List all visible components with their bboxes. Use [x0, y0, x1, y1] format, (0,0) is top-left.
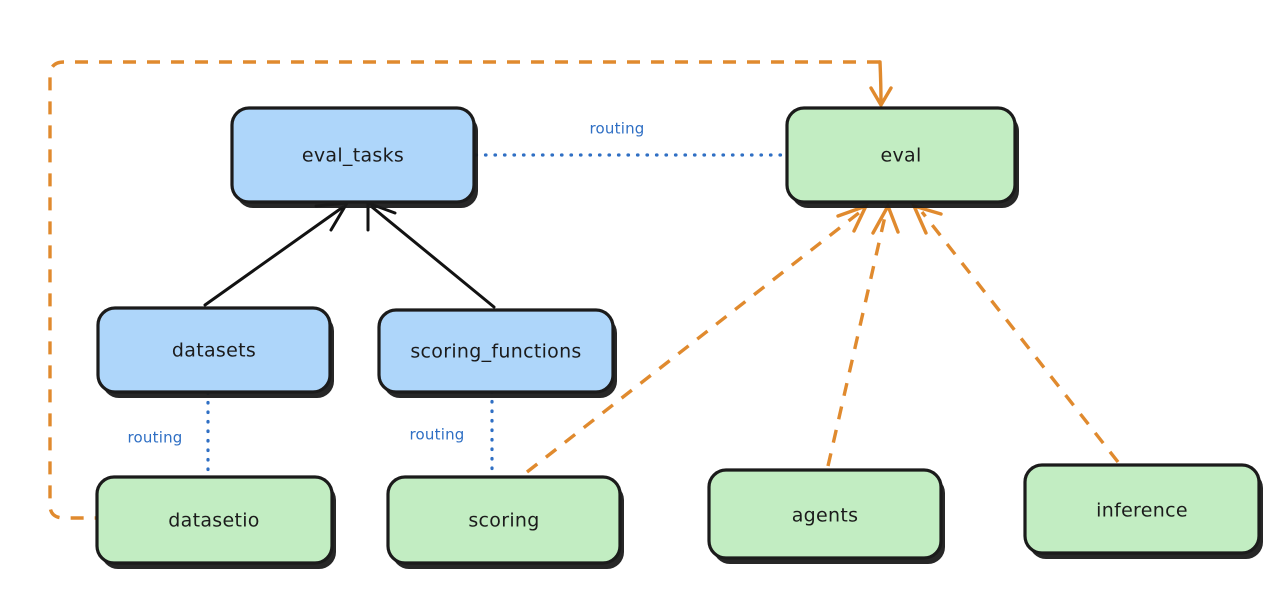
node-scoring[interactable]: scoring: [386, 475, 624, 569]
node-inference-label: inference: [1096, 500, 1188, 522]
edge-agents-to-eval-line: [826, 211, 888, 467]
edge-datasets-to-eval-tasks-line: [203, 205, 345, 307]
node-eval-tasks-box[interactable]: [230, 106, 476, 204]
node-agents-label: agents: [792, 505, 859, 527]
edge-inference-to-eval: [910, 203, 1120, 464]
edge-scoring-functions-to-eval-tasks-line: [370, 205, 496, 309]
edge-inference-to-eval-line: [920, 210, 1120, 464]
edge-eval-to-datasetio-arrowhead: [869, 60, 893, 109]
edge-label-routing-datasetio: routing: [128, 429, 183, 447]
edge-eval-to-datasetio-line: [48, 60, 880, 520]
edge-scoring-functions-to-eval-tasks: [366, 200, 496, 309]
edge-eval-tasks-to-eval: routing: [474, 120, 787, 157]
edge-agents-to-eval: [826, 201, 900, 467]
node-datasetio-label: datasetio: [168, 510, 259, 532]
node-scoring-functions[interactable]: scoring_functions: [377, 308, 617, 398]
edge-label-routing-scoring: routing: [410, 426, 465, 444]
node-scoring-label: scoring: [468, 510, 539, 532]
node-eval-tasks-label: eval_tasks: [302, 145, 404, 167]
node-agents-box[interactable]: [707, 468, 943, 560]
edge-label-routing-eval: routing: [590, 120, 645, 138]
node-scoring-functions-box[interactable]: [377, 308, 615, 394]
node-datasets[interactable]: datasets: [96, 306, 334, 398]
node-eval-tasks[interactable]: eval_tasks: [230, 106, 478, 208]
node-datasets-box[interactable]: [96, 306, 332, 394]
node-eval-label: eval: [880, 145, 921, 167]
edge-datasets-to-eval-tasks: [203, 201, 350, 307]
edge-eval-to-datasetio: [48, 60, 893, 520]
node-scoring-box[interactable]: [386, 475, 622, 565]
node-datasets-label: datasets: [172, 340, 256, 362]
node-eval-box[interactable]: [785, 106, 1017, 204]
node-datasetio[interactable]: datasetio: [95, 475, 336, 569]
node-agents[interactable]: agents: [707, 468, 945, 564]
edge-datasets-to-datasetio: routing: [128, 391, 210, 479]
node-inference-box[interactable]: [1023, 463, 1261, 555]
node-scoring-functions-label: scoring_functions: [410, 341, 581, 363]
edge-agents-to-eval-arrowhead: [871, 201, 900, 235]
node-datasetio-box[interactable]: [95, 475, 334, 565]
node-eval[interactable]: eval: [785, 106, 1019, 208]
edge-scoring-functions-to-scoring: routing: [410, 390, 494, 479]
node-inference[interactable]: inference: [1023, 463, 1263, 559]
